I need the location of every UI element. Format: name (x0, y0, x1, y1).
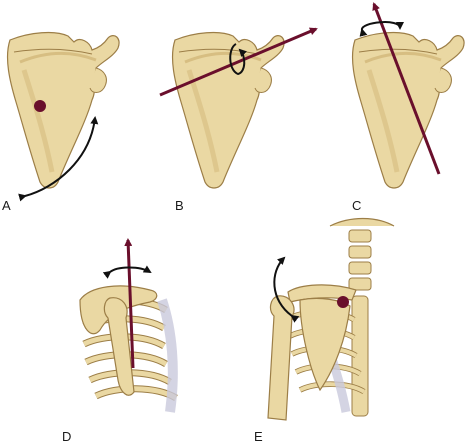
scapula-e (299, 297, 351, 392)
panel-c (353, 2, 465, 188)
panel-a (8, 33, 120, 202)
panel-label-e: E (254, 429, 263, 444)
scapula-b (173, 33, 285, 188)
scapula-c (353, 33, 465, 188)
rotation-arrow-icon (273, 256, 300, 323)
panel-label-b: B (175, 198, 184, 213)
scapula-a (8, 33, 120, 188)
axis-arrow-icon (124, 238, 135, 369)
rotation-arrow-icon (102, 265, 152, 279)
panel-e (267, 217, 395, 421)
rib-cage-d (84, 300, 176, 413)
rotation-arrow-icon (359, 21, 404, 37)
humerus-d (103, 297, 135, 396)
pivot-point-icon (337, 296, 349, 308)
pivot-point-icon (34, 100, 46, 112)
panel-label-a: A (2, 198, 11, 213)
rotation-arrow-icon (229, 43, 248, 76)
rotation-arrow-icon (18, 116, 99, 202)
panel-b (159, 27, 318, 188)
axis-arrow-icon (159, 27, 318, 97)
panel-d (79, 238, 176, 413)
panel-label-c: C (352, 198, 362, 213)
spine-e (329, 217, 395, 417)
panel-label-d: D (62, 429, 72, 444)
